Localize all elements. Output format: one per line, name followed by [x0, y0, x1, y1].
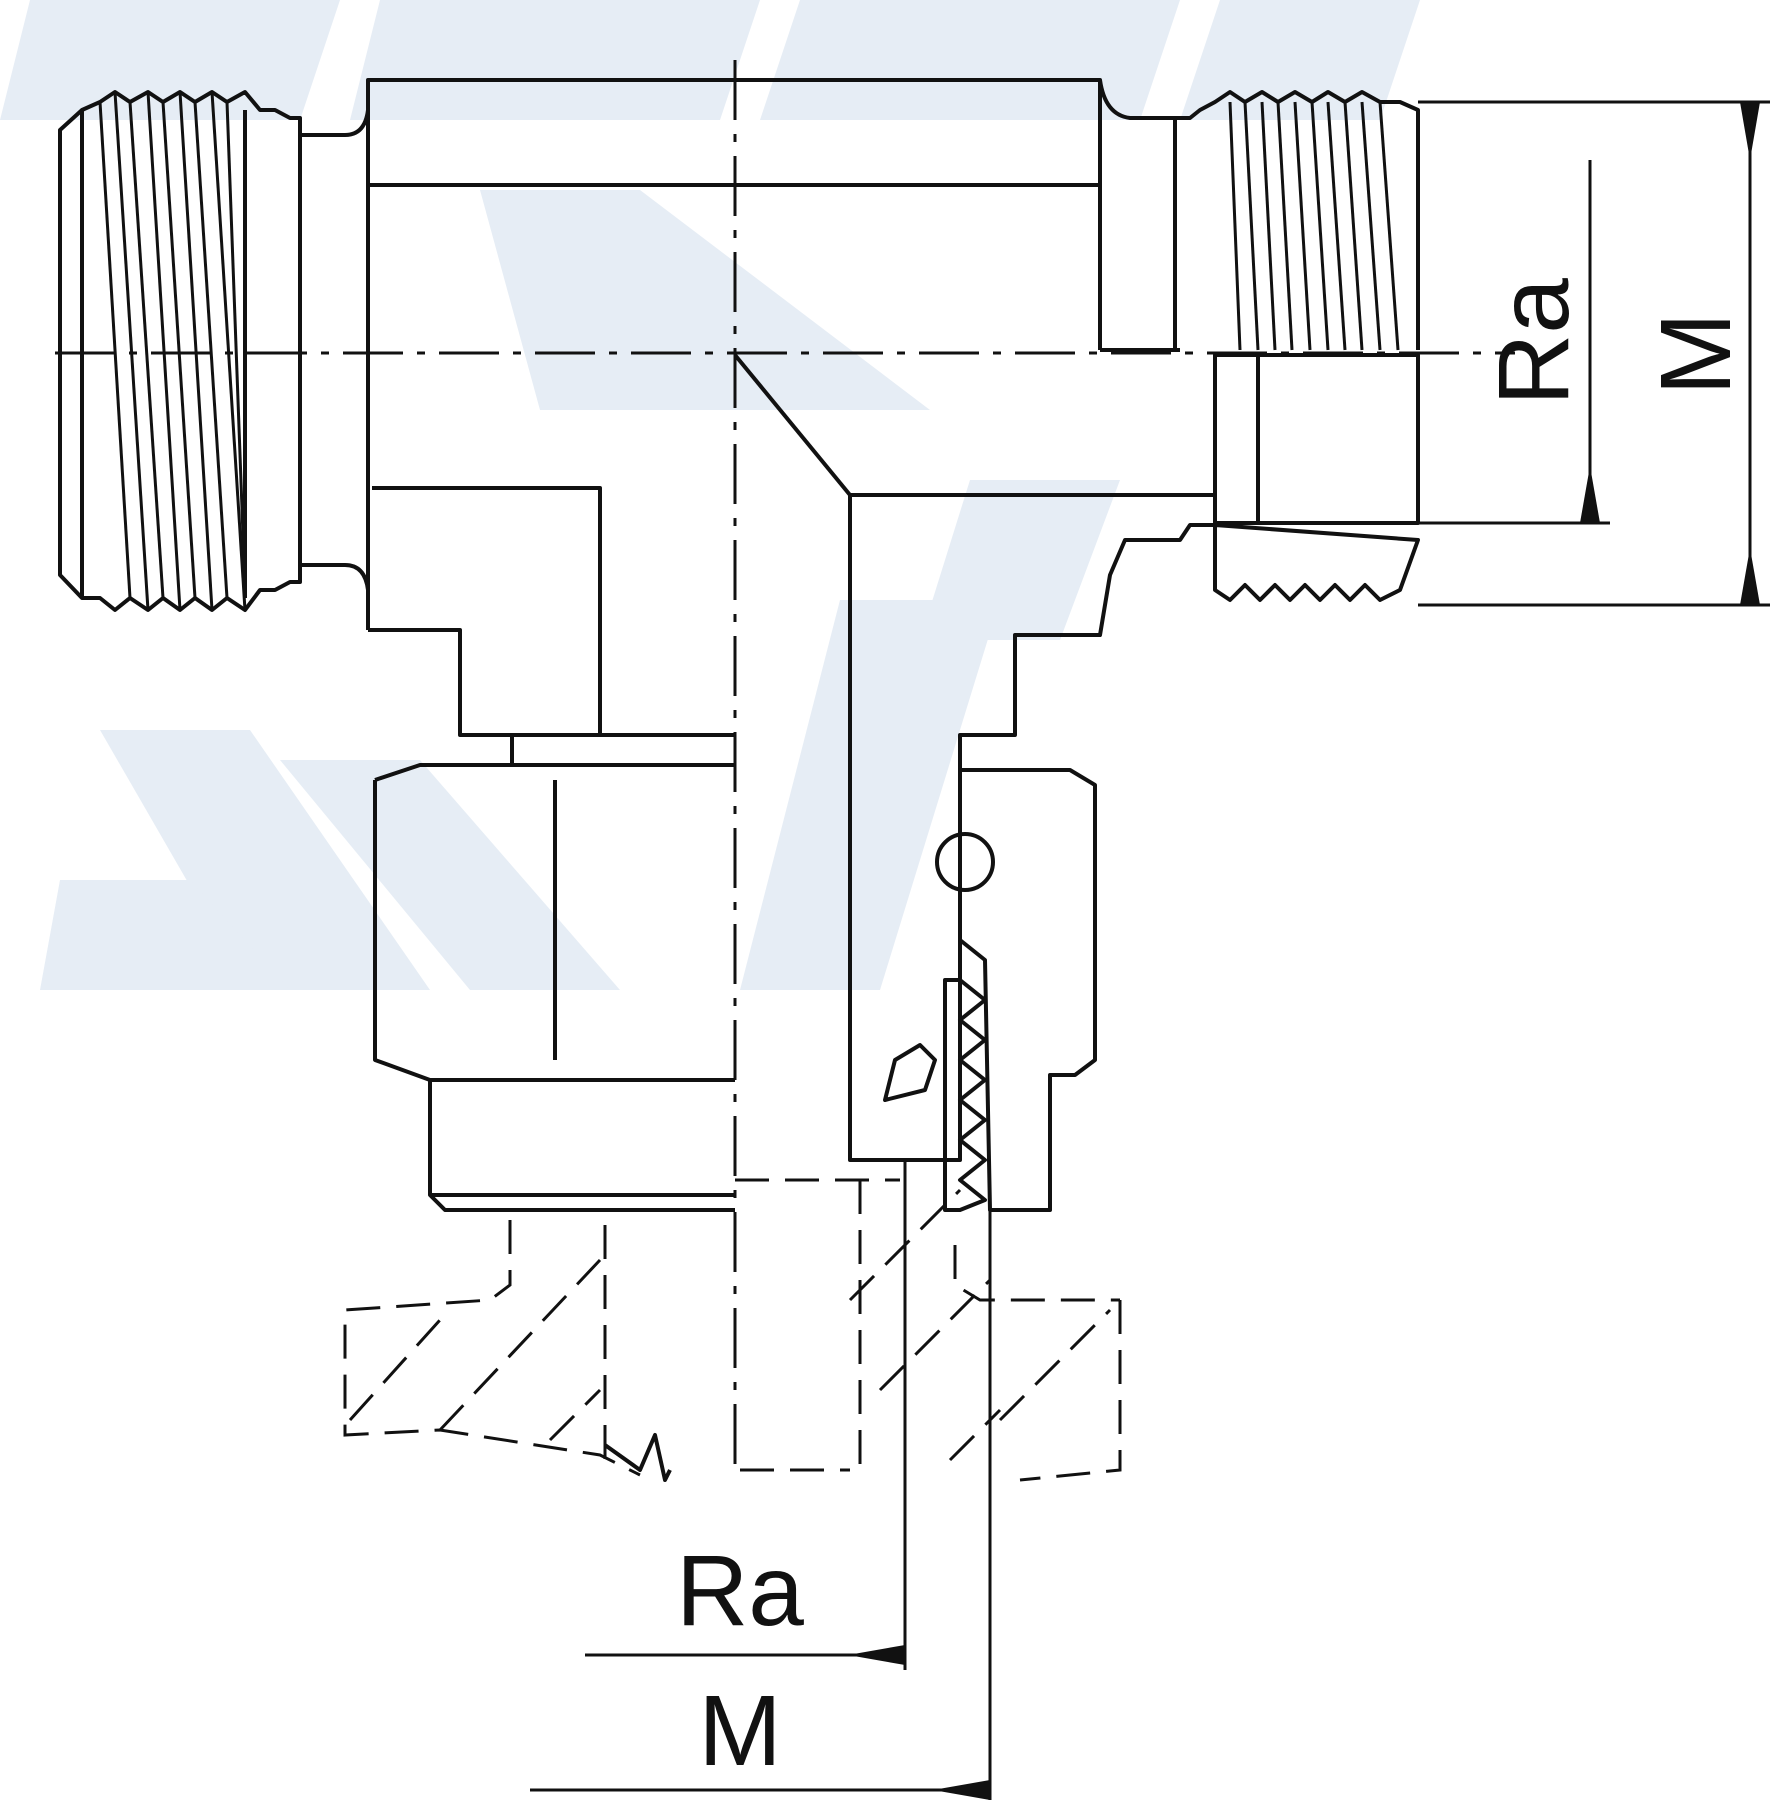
center-lines	[55, 60, 1515, 1475]
body-chamfer	[733, 353, 852, 497]
branch-thread-root-label: Ra	[676, 1535, 804, 1647]
side-dimension-lines	[1258, 100, 1770, 607]
branch-dimension-lines	[530, 1160, 992, 1800]
left-thread-port	[58, 80, 370, 630]
side-thread-root-label: Ra	[1478, 278, 1590, 406]
hex-nut	[373, 735, 735, 1212]
side-thread-major-label: M	[1640, 312, 1752, 395]
right-thread-port	[1175, 90, 1420, 525]
watermark-logo	[0, 0, 1420, 990]
branch-thread-major-label: M	[698, 1675, 781, 1787]
sectioned-body	[848, 493, 1420, 1212]
mating-part-ghost	[343, 1178, 1122, 1482]
